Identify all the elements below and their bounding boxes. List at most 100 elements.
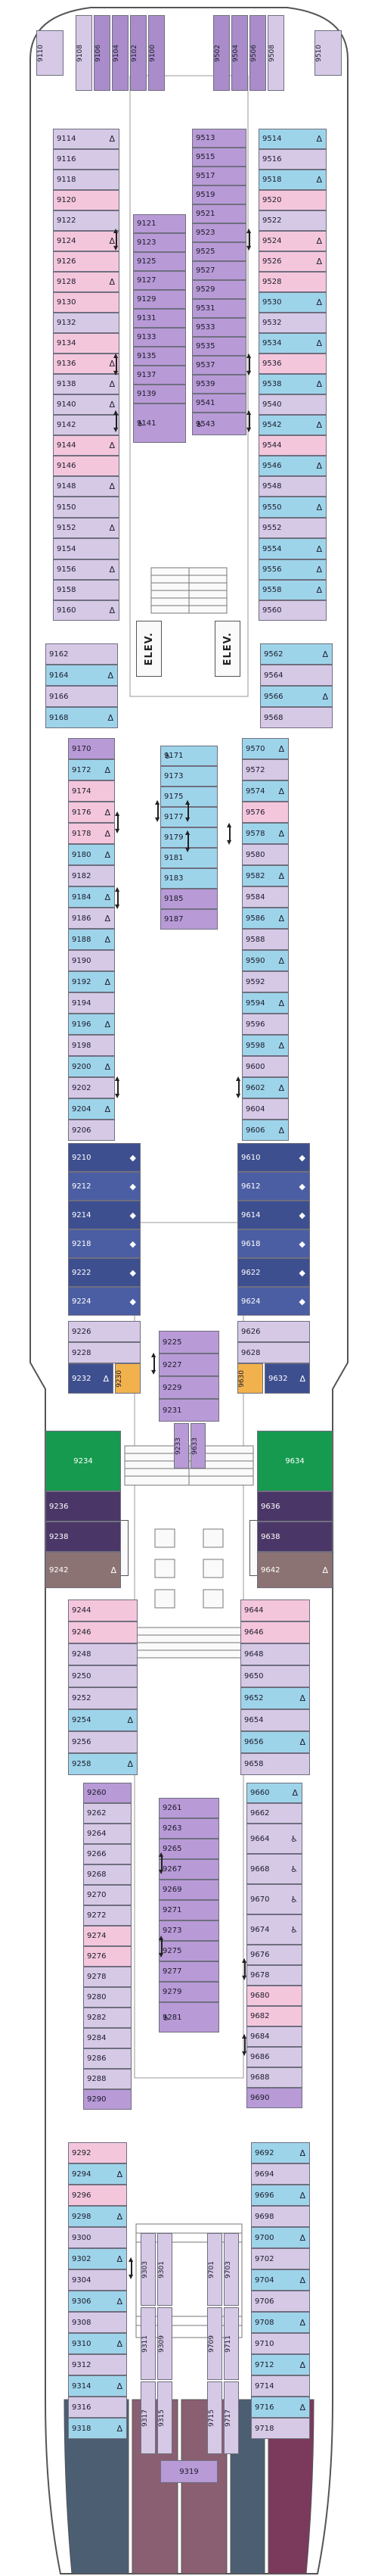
cabin-9309[interactable]: 9309: [157, 2307, 172, 2380]
cabin-9179[interactable]: 9179: [160, 827, 218, 848]
cabin-9506[interactable]: 9506: [249, 15, 266, 91]
cabin-9272[interactable]: 9272: [83, 1905, 132, 1926]
cabin-9261[interactable]: 9261: [159, 1798, 219, 1818]
cabin-9308[interactable]: 9308: [68, 2312, 127, 2333]
cabin-9580[interactable]: 9580: [242, 844, 289, 865]
cabin-9268[interactable]: 9268: [83, 1864, 132, 1885]
cabin-9568[interactable]: 9568: [260, 707, 333, 728]
cabin-9528[interactable]: 9528: [259, 272, 327, 292]
cabin-9214[interactable]: 9214◆: [68, 1201, 141, 1229]
cabin-9525[interactable]: 9525: [192, 242, 246, 261]
cabin-9622[interactable]: 9622◆: [237, 1258, 310, 1287]
cabin-9523[interactable]: 9523: [192, 223, 246, 242]
cabin-9175[interactable]: 9175: [160, 787, 218, 807]
cabin-9102[interactable]: 9102: [130, 15, 147, 91]
cabin-9150[interactable]: 9150: [53, 497, 119, 518]
cabin-9202[interactable]: 9202: [68, 1077, 115, 1098]
cabin-9533[interactable]: 9533: [192, 318, 246, 337]
cabin-9227[interactable]: 9227: [159, 1353, 219, 1376]
cabin-9572[interactable]: 9572: [242, 759, 289, 780]
cabin-9190[interactable]: 9190: [68, 950, 115, 971]
cabin-9236[interactable]: 9236: [45, 1491, 121, 1522]
cabin-9212[interactable]: 9212◆: [68, 1172, 141, 1201]
cabin-9263[interactable]: 9263: [159, 1818, 219, 1839]
cabin-9596[interactable]: 9596: [242, 1014, 289, 1035]
cabin-9224[interactable]: 9224◆: [68, 1287, 141, 1316]
cabin-9210[interactable]: 9210◆: [68, 1143, 141, 1172]
cabin-9517[interactable]: 9517: [192, 167, 246, 185]
cabin-9230[interactable]: 9230: [115, 1363, 141, 1394]
cabin-9519[interactable]: 9519: [192, 185, 246, 204]
cabin-9194[interactable]: 9194: [68, 992, 115, 1014]
cabin-9206[interactable]: 9206: [68, 1120, 115, 1141]
cabin-9614[interactable]: 9614◆: [237, 1201, 310, 1229]
cabin-9504[interactable]: 9504: [231, 15, 248, 91]
cabin-9638[interactable]: 9638: [257, 1522, 333, 1552]
cabin-9279[interactable]: 9279: [159, 1982, 219, 2002]
cabin-9120[interactable]: 9120: [53, 190, 119, 210]
cabin-9668[interactable]: 9668♿: [246, 1854, 302, 1884]
cabin-9644[interactable]: 9644: [240, 1599, 310, 1621]
cabin-9131[interactable]: 9131: [133, 309, 186, 328]
cabin-9127[interactable]: 9127: [133, 271, 186, 290]
cabin-9576[interactable]: 9576: [242, 802, 289, 823]
cabin-9701[interactable]: 9701: [207, 2233, 222, 2306]
cabin-9520[interactable]: 9520: [259, 190, 327, 210]
cabin-9154[interactable]: 9154: [53, 538, 119, 559]
cabin-9108[interactable]: 9108: [76, 15, 92, 91]
cabin-9110[interactable]: 9110: [36, 30, 64, 76]
cabin-9688[interactable]: 9688: [246, 2067, 302, 2088]
cabin-9711[interactable]: 9711: [224, 2307, 239, 2380]
cabin-9674[interactable]: 9674♿: [246, 1914, 302, 1945]
cabin-9650[interactable]: 9650: [240, 1665, 310, 1687]
cabin-9521[interactable]: 9521: [192, 204, 246, 223]
cabin-9135[interactable]: 9135: [133, 347, 186, 366]
cabin-9231[interactable]: 9231: [159, 1399, 219, 1422]
cabin-9311[interactable]: 9311: [141, 2307, 156, 2380]
cabin-9303[interactable]: 9303: [141, 2233, 156, 2306]
cabin-9269[interactable]: 9269: [159, 1880, 219, 1900]
cabin-9122[interactable]: 9122: [53, 210, 119, 231]
cabin-9234[interactable]: 9234: [45, 1431, 121, 1491]
cabin-9252[interactable]: 9252: [68, 1687, 138, 1709]
cabin-9532[interactable]: 9532: [259, 313, 327, 333]
cabin-9682[interactable]: 9682: [246, 2006, 302, 2026]
cabin-9584[interactable]: 9584: [242, 886, 289, 908]
cabin-9126[interactable]: 9126: [53, 251, 119, 272]
cabin-9134[interactable]: 9134: [53, 333, 119, 354]
cabin-9244[interactable]: 9244: [68, 1599, 138, 1621]
cabin-9218[interactable]: 9218◆: [68, 1229, 141, 1258]
cabin-9564[interactable]: 9564: [260, 665, 333, 686]
cabin-9264[interactable]: 9264: [83, 1824, 132, 1844]
cabin-9183[interactable]: 9183: [160, 868, 218, 889]
cabin-9182[interactable]: 9182: [68, 865, 115, 886]
cabin-9116[interactable]: 9116: [53, 149, 119, 170]
cabin-9516[interactable]: 9516: [259, 149, 327, 170]
cabin-9174[interactable]: 9174: [68, 780, 115, 802]
